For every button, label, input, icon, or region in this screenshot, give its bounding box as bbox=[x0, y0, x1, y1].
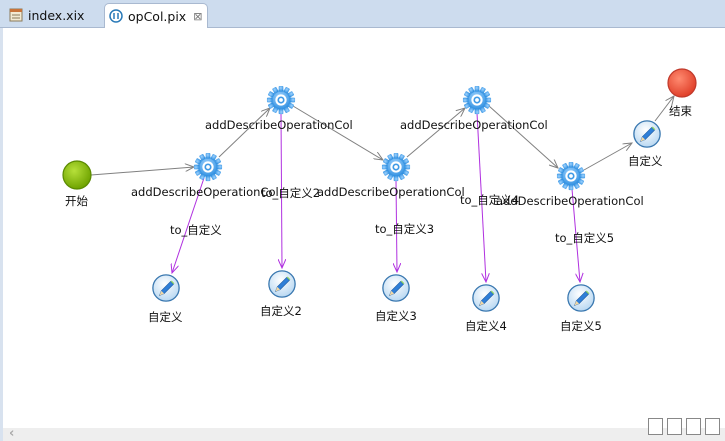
custom-edge[interactable] bbox=[172, 177, 205, 273]
edge-label: to_自定义2 bbox=[261, 186, 321, 200]
custom-node-label: 自定义3 bbox=[375, 309, 417, 323]
close-icon[interactable]: ⊠ bbox=[193, 9, 203, 23]
table-file-icon bbox=[9, 8, 23, 22]
operation-label: addDescribeOperationCol bbox=[205, 118, 353, 132]
scroll-left-icon[interactable]: ‹ bbox=[9, 426, 15, 441]
view-toggle-buttons bbox=[648, 418, 720, 435]
pencil-icon[interactable] bbox=[382, 274, 410, 302]
process-diagram-canvas[interactable] bbox=[3, 28, 725, 427]
edge-label: to_自定义 bbox=[170, 223, 222, 237]
custom-node-label: 自定义2 bbox=[260, 304, 302, 318]
gear-icon[interactable] bbox=[462, 85, 492, 115]
view-button[interactable] bbox=[705, 418, 720, 435]
view-button[interactable] bbox=[686, 418, 701, 435]
custom-node-label: 自定义 bbox=[148, 310, 183, 324]
pencil-icon[interactable] bbox=[472, 284, 500, 312]
operation-label: addDescribeOperationCol bbox=[400, 118, 548, 132]
start-node[interactable] bbox=[62, 160, 92, 190]
gear-icon[interactable] bbox=[266, 85, 296, 115]
editor-tab-bar: index.xix opCol.pix ⊠ bbox=[0, 0, 725, 28]
process-file-icon bbox=[109, 9, 123, 23]
flow-edge[interactable] bbox=[90, 167, 194, 176]
gear-icon[interactable] bbox=[556, 161, 586, 191]
end-node[interactable] bbox=[667, 68, 697, 98]
pencil-icon[interactable] bbox=[567, 284, 595, 312]
tab-label: index.xix bbox=[28, 7, 85, 23]
operation-label: addDescribeOperationCol bbox=[317, 185, 465, 199]
tab-opcol-pix[interactable]: opCol.pix ⊠ bbox=[104, 3, 208, 28]
gear-icon[interactable] bbox=[381, 152, 411, 182]
custom-edge[interactable] bbox=[571, 188, 580, 282]
flow-edge[interactable] bbox=[218, 108, 270, 158]
operation-label: addDescribeOperationCol bbox=[131, 185, 279, 199]
edge-label: to_自定义3 bbox=[375, 222, 435, 236]
custom-node-label: 自定义 bbox=[628, 154, 663, 168]
editor-left-border bbox=[0, 28, 3, 441]
custom-edge[interactable] bbox=[476, 112, 486, 282]
diagram-svg bbox=[62, 68, 697, 312]
flow-edge[interactable] bbox=[406, 108, 465, 158]
custom-node-label: 自定义4 bbox=[465, 319, 507, 333]
view-button[interactable] bbox=[648, 418, 663, 435]
end-label: 结束 bbox=[669, 104, 692, 118]
operation-label: addDescribeOperationCol bbox=[496, 194, 644, 208]
view-button[interactable] bbox=[667, 418, 682, 435]
start-label: 开始 bbox=[65, 194, 88, 208]
custom-edge[interactable] bbox=[281, 112, 282, 268]
tab-label: opCol.pix bbox=[128, 8, 187, 24]
pencil-icon[interactable] bbox=[633, 120, 661, 148]
edge-label: to_自定义5 bbox=[555, 231, 615, 245]
edge-label: to_自定义4 bbox=[460, 193, 520, 207]
flow-edge[interactable] bbox=[583, 143, 632, 171]
flow-edge[interactable] bbox=[488, 105, 558, 168]
custom-edge[interactable] bbox=[396, 179, 397, 272]
flow-edge[interactable] bbox=[292, 105, 383, 160]
tab-index-xix[interactable]: index.xix bbox=[3, 3, 103, 27]
pencil-icon[interactable] bbox=[268, 270, 296, 298]
flow-edge[interactable] bbox=[654, 96, 674, 122]
custom-node-label: 自定义5 bbox=[560, 319, 602, 333]
horizontal-scrollbar[interactable]: ‹ bbox=[3, 426, 725, 441]
gear-icon[interactable] bbox=[193, 152, 223, 182]
pencil-icon[interactable] bbox=[152, 274, 180, 302]
